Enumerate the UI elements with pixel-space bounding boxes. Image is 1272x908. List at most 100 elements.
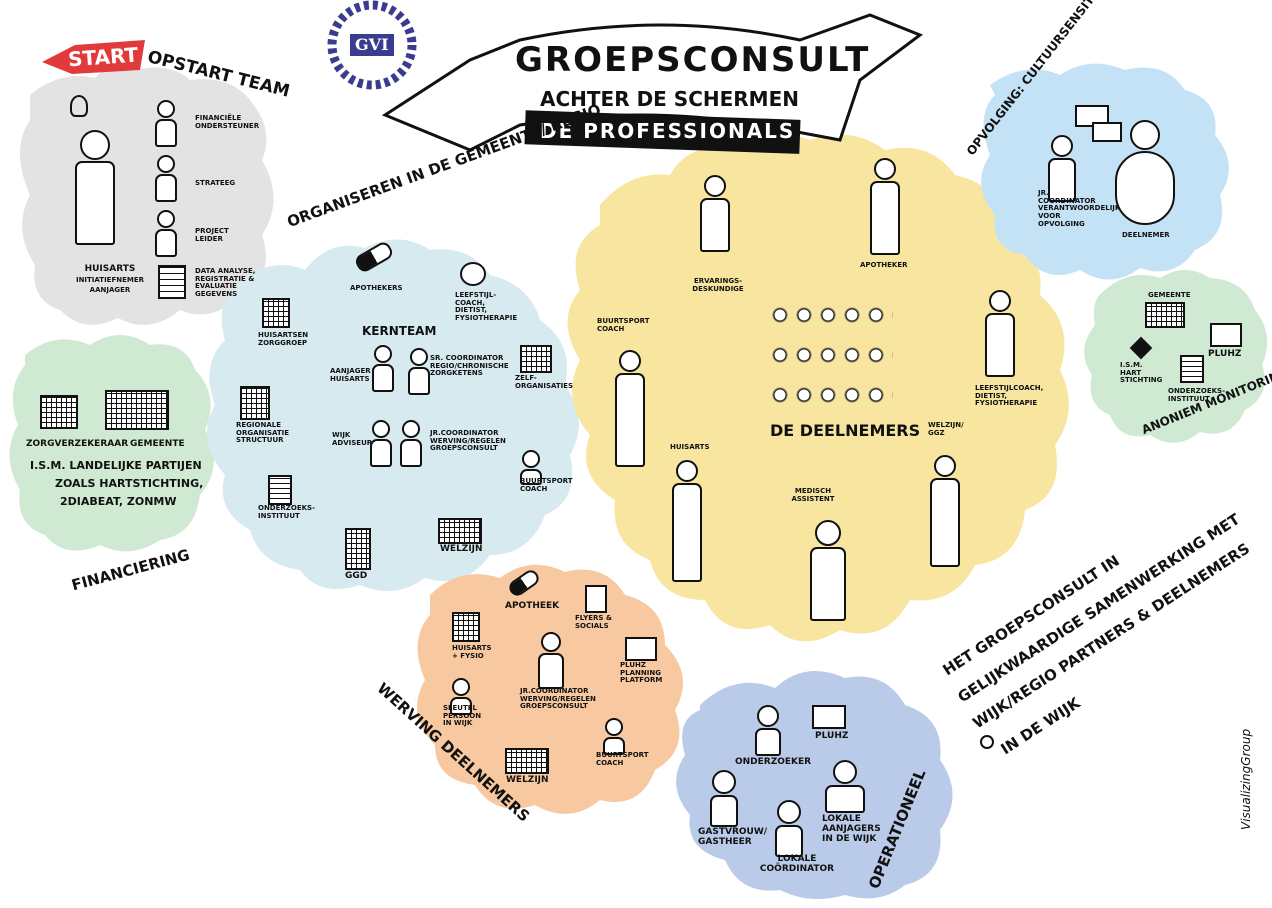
mon-onderzoek: ONDERZOEKS-INSTITUUT	[1168, 387, 1225, 403]
signature: VisualizingGroup	[1239, 728, 1253, 830]
jrcoord-person	[400, 420, 422, 467]
jrcoord-opv-person	[1048, 135, 1076, 202]
medisch-person	[810, 520, 846, 621]
financiering-gear	[9, 335, 214, 552]
onderzoeker-person	[755, 705, 781, 756]
operationeel-gear	[676, 670, 953, 899]
mon-hartstichting: I.S.M. HART STICHTING	[1120, 361, 1163, 385]
buurtsport-person	[615, 350, 645, 467]
aanjager-person	[372, 345, 394, 392]
role-person-2	[155, 155, 177, 202]
wv-huisarts: HUISARTS + FYSIO	[452, 644, 492, 660]
dn-welzijn: WELZIJN/ GGZ	[928, 421, 964, 437]
dn-medisch: MEDISCH ASSISTENT	[791, 487, 835, 503]
op-lokale-aanjagers: LOKALE AANJAGERS IN DE WIJK	[822, 814, 881, 844]
op-gastvrouw: GASTVROUW/ GASTHEER	[698, 827, 768, 847]
dn-leefstijl: LEEFSTIJLCOACH, DIETIST, FYSIOTHERAPIE	[975, 384, 1044, 408]
org-welzijn: WELZIJN	[440, 544, 483, 554]
logo-text: GVI	[355, 35, 389, 54]
wv-welzijn: WELZIJN	[506, 775, 549, 785]
aanjagers-person	[825, 760, 865, 813]
zelforg-church-icon	[520, 345, 552, 373]
dn-buurtsport: BUURTSPORT COACH	[597, 317, 650, 333]
opstart-role-1: FINANCIËLE ONDERSTEUNER	[195, 114, 260, 130]
org-kernteam: KERNTEAM	[362, 324, 437, 338]
mon-gemeente-icon	[1145, 302, 1185, 328]
coordinator-lokaal-person	[775, 800, 803, 857]
calendar-icon	[1210, 323, 1242, 347]
ggd-building-icon	[345, 528, 371, 570]
opstart-initiatiefnemer: INITIATIEFNEMER	[75, 276, 145, 284]
apotheker-person	[870, 158, 900, 255]
logo-box	[350, 34, 394, 56]
wv-calendar-icon	[625, 637, 657, 661]
lightbulb-icon	[70, 95, 88, 117]
ervaring-person	[700, 175, 730, 252]
org-wijk: WIJK ADVISEUR	[332, 431, 373, 447]
org-apothekers: APOTHEKERS	[350, 284, 403, 292]
opstart-role-3: PROJECT LEIDER	[195, 227, 229, 243]
banner-ribbon-text: DE PROFESSIONALS	[540, 119, 796, 143]
flyer-icon	[585, 585, 607, 613]
huisartsen-house-icon	[262, 298, 290, 328]
welzijn-factory-icon	[438, 518, 482, 544]
banner-subtitle: ACHTER DE SCHERMEN	[540, 87, 799, 111]
opv-deelnemer: DEELNEMER	[1122, 231, 1170, 239]
zorgverzekeraar-building-icon	[40, 395, 78, 429]
dn-huisarts: HUISARTS	[670, 443, 710, 451]
gemeente-building-icon	[105, 390, 169, 430]
sleutel-person	[450, 678, 472, 715]
op-lokale-coordinator: LOKALE COÖRDINATOR	[759, 854, 835, 874]
opstart-aanjager: AANJAGER	[89, 286, 131, 294]
banner-dark-strip	[524, 110, 801, 154]
org-buurtsport: BUURTSPORT COACH	[520, 477, 573, 493]
op-pluhz: PLUHZ	[815, 731, 849, 741]
location-pin-icon	[980, 735, 994, 749]
banner-title: GROEPSCONSULT	[515, 40, 871, 80]
op-calendar-icon	[812, 705, 846, 729]
role-person-3	[155, 210, 177, 257]
dn-title: DE DEELNEMERS	[770, 421, 921, 440]
op-onderzoeker: ONDERZOEKER	[735, 757, 812, 767]
org-regionale: REGIONALE ORGANISATIE STRUCTUUR	[236, 421, 290, 445]
onderzoek-stack-icon	[268, 475, 292, 505]
speech-bubble-2-icon	[1092, 122, 1122, 142]
regionale-building-icon	[240, 386, 270, 420]
wv-buurtsport: BUURTSPORT COACH	[596, 751, 649, 767]
deelnemer-person	[1115, 120, 1175, 225]
org-aanjager: AANJAGER HUISARTS	[330, 367, 371, 383]
fin-line1: I.S.M. LANDELIJKE PARTIJEN	[30, 459, 202, 472]
fin-zorgverzekeraar: ZORGVERZEKERAAR	[26, 439, 129, 449]
wv-pluhz: PLUHZ PLANNING PLATFORM	[620, 661, 663, 685]
organiseren-gear	[207, 239, 579, 592]
opvolging-gear	[981, 63, 1229, 280]
start-label: START	[67, 42, 139, 72]
wv-welzijn-factory-icon	[505, 748, 549, 774]
wijk-person	[370, 420, 392, 467]
org-leefstijl: LEEFSTIJL-COACH, DIETIST, FYSIOTHERAPIE	[455, 291, 518, 323]
opstart-huisarts: HUISARTS	[84, 264, 136, 274]
org-ggd: GGD	[345, 571, 368, 581]
org-coordinator: SR. COORDINATOR REGIO/CHRONISCHE ZORGKET…	[430, 354, 509, 378]
opstart-role-4: DATA ANALYSE, REGISTRATIE & EVALUATIE GE…	[195, 267, 256, 299]
monitoring-gear	[1084, 270, 1268, 443]
org-onderzoek: ONDERZOEKS-INSTITUUT	[258, 504, 315, 520]
org-huisartsen: HUISARTSEN ZORGGROEP	[258, 331, 309, 347]
mon-gemeente: GEMEENTE	[1148, 291, 1191, 299]
welzijn-person	[930, 455, 960, 567]
opv-jrcoord: JR. COORDINATOR VERANTWOORDELIJK VOOR OP…	[1038, 189, 1121, 228]
org-zelforg: ZELF-ORGANISATIES	[515, 374, 574, 390]
fin-line2: ZOALS HARTSTICHTING,	[55, 477, 204, 490]
mon-pluhz: PLUHZ	[1208, 349, 1242, 359]
dn-huisarts-person	[672, 460, 702, 582]
dn-apotheker: APOTHEKER	[860, 261, 908, 269]
wv-jrcoord-person	[538, 632, 564, 689]
deelnemers-group-icon	[768, 295, 893, 415]
leefstijl-person	[985, 290, 1015, 377]
gastvrouw-person	[710, 770, 738, 827]
fin-line3: 2DIABEAT, ZONMW	[60, 495, 177, 508]
data-stack-icon	[158, 265, 186, 299]
fin-gemeente: GEMEENTE	[130, 439, 185, 449]
org-jrcoord: JR.COORDINATOR WERVING/REGELEN GROEPSCON…	[430, 429, 506, 453]
wv-apotheek: APOTHEEK	[505, 601, 560, 611]
